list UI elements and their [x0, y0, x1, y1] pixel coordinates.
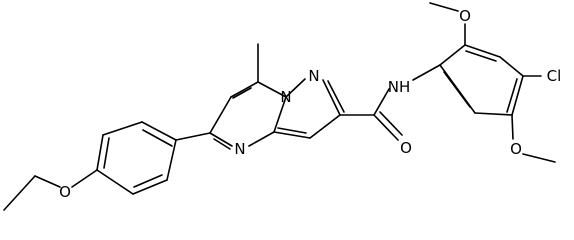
- bond: [499, 56, 524, 77]
- bond: [273, 131, 311, 139]
- bond: [209, 96, 232, 134]
- atom-label: N: [308, 67, 319, 85]
- bond: [412, 64, 441, 81]
- bond: [133, 174, 163, 188]
- bond: [506, 78, 518, 113]
- atom-label: O: [459, 7, 471, 25]
- bond: [373, 114, 399, 141]
- bond: [34, 175, 61, 188]
- bond: [322, 79, 341, 116]
- bond: [103, 137, 110, 169]
- bond: [273, 96, 287, 133]
- molecule-canvas: N N N NH O O O O Cl: [3, 2, 562, 211]
- bond: [511, 75, 524, 116]
- bond: [464, 44, 501, 58]
- bond: [209, 132, 233, 147]
- atom-label: NH: [388, 78, 411, 96]
- bond: [309, 114, 341, 139]
- bond: [248, 131, 275, 147]
- bond: [102, 121, 143, 136]
- bond: [327, 80, 345, 113]
- atom-label: O: [400, 139, 412, 157]
- bond: [175, 132, 211, 141]
- atom-label: N: [234, 140, 245, 158]
- bond: [465, 50, 497, 62]
- bond: [230, 81, 259, 98]
- bond: [522, 153, 556, 163]
- bond: [166, 139, 177, 181]
- bond: [511, 114, 514, 140]
- bond: [474, 112, 513, 116]
- bond: [429, 2, 459, 12]
- bond: [71, 169, 98, 188]
- bond: [379, 111, 403, 136]
- atom-label: N: [280, 88, 291, 106]
- bond-layer: [3, 2, 556, 211]
- bond: [285, 78, 306, 98]
- bond: [257, 81, 287, 98]
- bond: [373, 88, 390, 116]
- structure-diagram: N N N NH O O O O Cl: [3, 2, 561, 211]
- bond: [96, 169, 134, 195]
- bond: [142, 129, 173, 147]
- atom-label: O: [59, 183, 71, 201]
- atom-label-layer: N N N NH O O O O Cl: [59, 7, 561, 201]
- bond: [141, 121, 177, 141]
- atom-label: Cl: [547, 67, 562, 85]
- atom-label: O: [510, 140, 522, 158]
- bond: [443, 71, 471, 108]
- bond: [439, 44, 466, 66]
- bond: [213, 138, 231, 150]
- bond: [96, 134, 104, 171]
- bond: [132, 179, 168, 195]
- bond: [232, 87, 252, 99]
- bond: [277, 127, 307, 134]
- bond: [3, 175, 36, 211]
